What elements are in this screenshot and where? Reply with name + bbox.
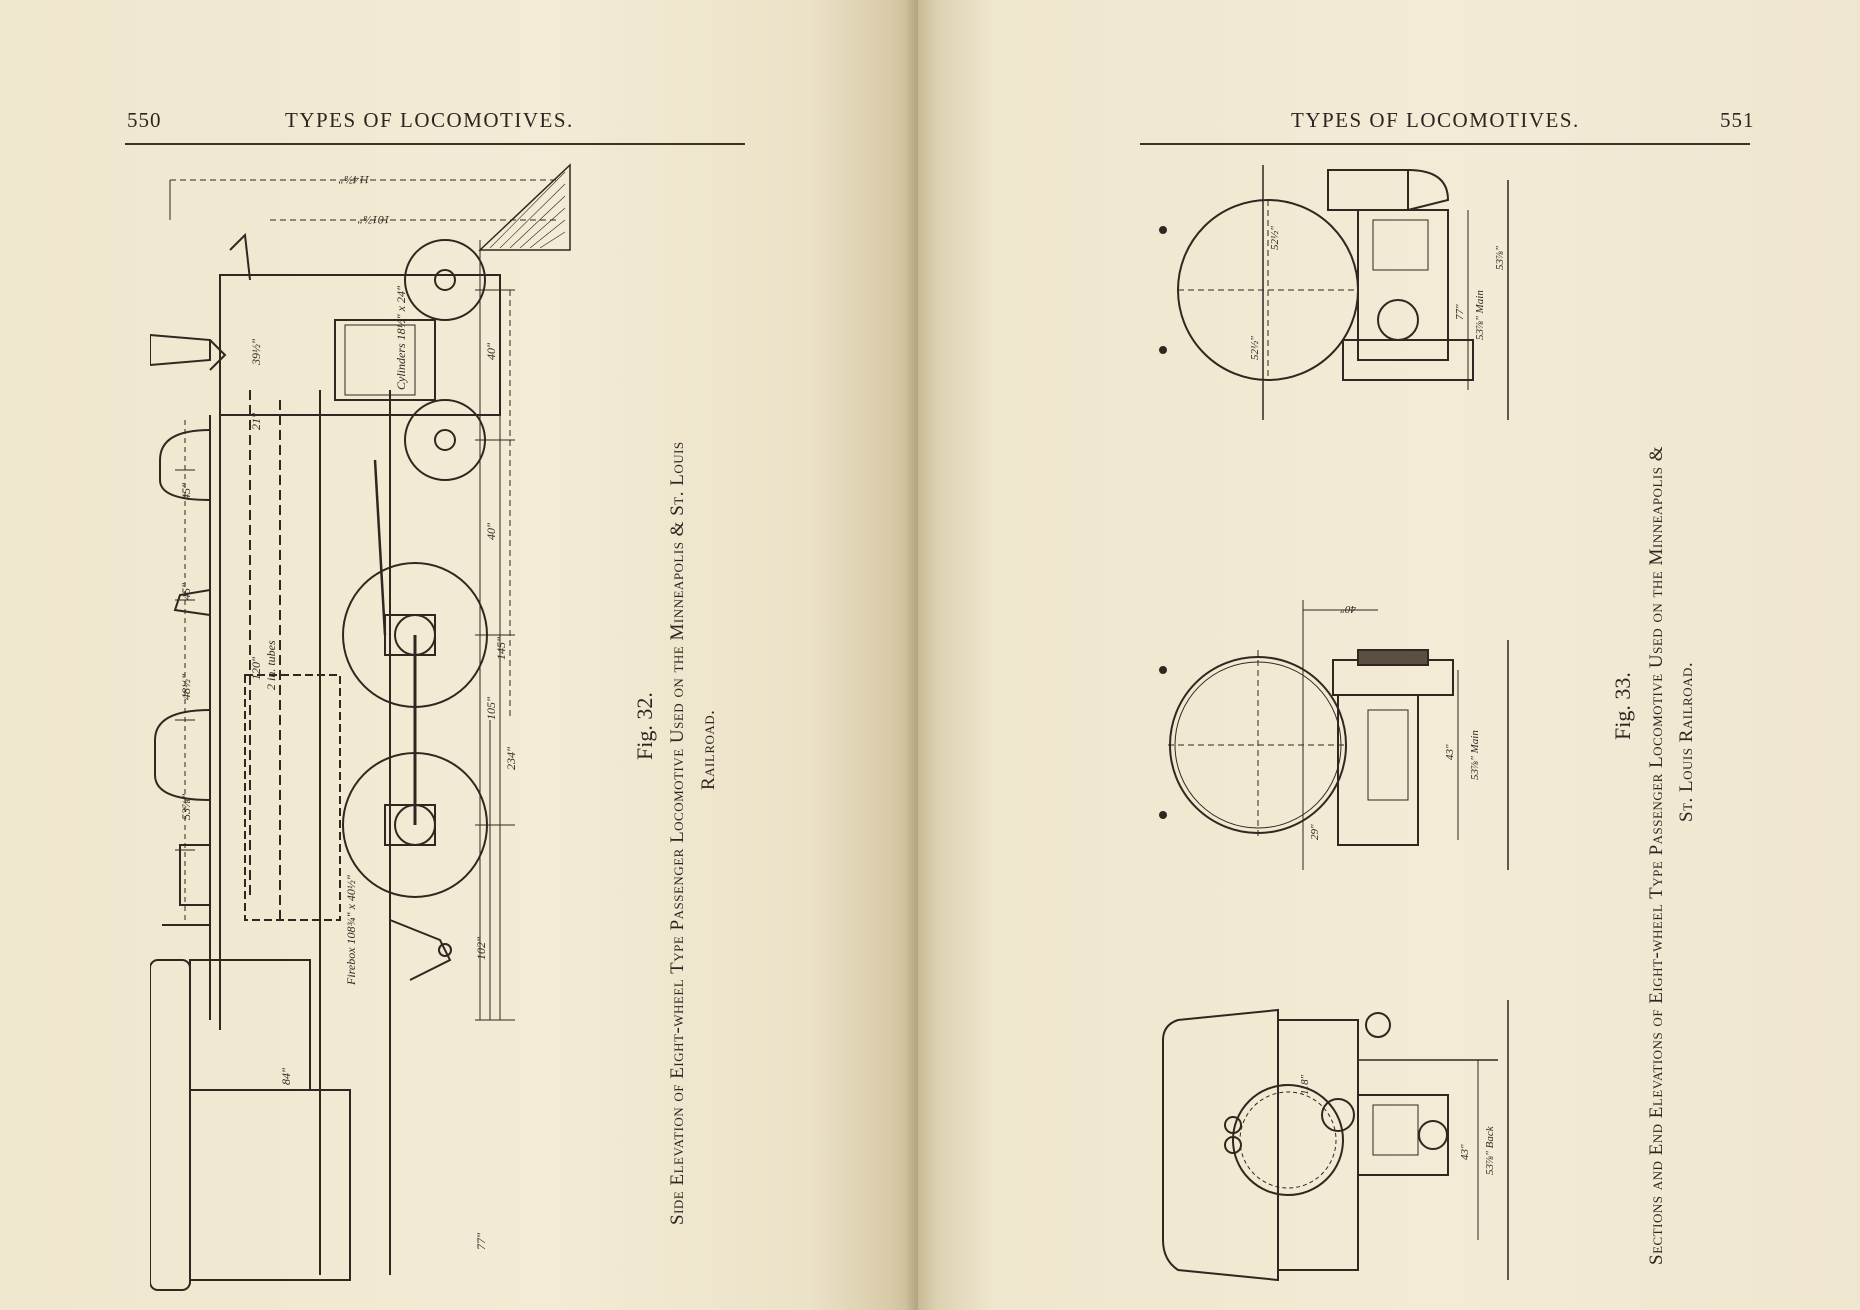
dim-firebox: Firebox 108¾" x 40½" (344, 874, 358, 986)
dim-40b: 40" (484, 522, 498, 540)
dim-234: 234" (504, 746, 518, 770)
dim-53mid: 53⅞" Main (1469, 730, 1481, 780)
header-rule (1140, 143, 1750, 145)
left-page: 550 TYPES OF LOCOMOTIVES. (0, 0, 918, 1310)
dim-48: 48½" (179, 673, 193, 700)
figure-caption-line2: Railroad. (698, 709, 719, 790)
dim-40: 40" (1340, 603, 1356, 615)
dim-43b: 43" (1459, 1144, 1471, 1160)
header-rule (125, 143, 745, 145)
dim-45b: 45" (179, 582, 193, 600)
dim-29: 29" (1309, 824, 1321, 840)
figure-label: Fig. 33. (1610, 672, 1635, 740)
dim-105: 105" (484, 696, 498, 720)
dim-39: 39½" (249, 338, 263, 366)
dim-120: 120" (249, 656, 263, 680)
dim-53a: 53⅞" (1494, 246, 1506, 270)
middle-section-drawing: 40" 43" 53⅞" Main 29" (1159, 600, 1509, 870)
dim-118: 118" (1299, 1074, 1311, 1095)
running-head: TYPES OF LOCOMOTIVES. (285, 108, 574, 132)
dim-102: 102" (474, 936, 488, 960)
figure-label: Fig. 32. (632, 692, 657, 760)
page-number: 550 (127, 108, 162, 132)
page-number: 551 (1720, 108, 1755, 132)
top-section-drawing: 52½" 52½" 77" 53⅞" Main 53⅞" (1159, 165, 1509, 420)
right-page: TYPES OF LOCOMOTIVES. 551 52½" 52½" 77" … (918, 0, 1860, 1310)
running-head: TYPES OF LOCOMOTIVES. (1291, 108, 1580, 132)
dim-77: 77" (474, 1232, 488, 1250)
figure-caption-line1: Side Elevation of Eight-wheel Type Passe… (667, 441, 688, 1225)
dim-77a: 77" (1454, 304, 1466, 320)
dim-45a: 45" (179, 482, 193, 500)
dim-53back: 53⅞" Back (1484, 1125, 1496, 1175)
dim-21: 21" (249, 412, 263, 430)
dim-84: 84" (279, 1067, 293, 1085)
dim-40a: 40" (484, 342, 498, 360)
dim-101: 101⅞" (357, 213, 390, 227)
dim-53main-a: 53⅞" Main (1474, 290, 1486, 340)
dim-52b: 52½" (1249, 336, 1261, 360)
side-elevation-drawing: 114⅞" 101⅞" Cylinders 18½" x 24" 40" 40"… (150, 163, 571, 1291)
end-elevation-drawing: 118" 43" 53⅞" Back (1162, 1000, 1509, 1282)
dim-43a: 43" (1444, 744, 1456, 760)
dim-tubes: 2 in. tubes (264, 640, 278, 690)
dim-top: 114⅞" (338, 173, 370, 187)
dim-cylinders: Cylinders 18½" x 24" (394, 285, 408, 390)
dim-52a: 52½" (1269, 226, 1281, 250)
dim-145: 145" (494, 636, 508, 660)
figure-caption-line2: St. Louis Railroad. (1676, 661, 1697, 822)
dim-53: 53⅞" (179, 793, 193, 820)
figure-caption-line1: Sections and End Elevations of Eight-whe… (1646, 446, 1667, 1265)
